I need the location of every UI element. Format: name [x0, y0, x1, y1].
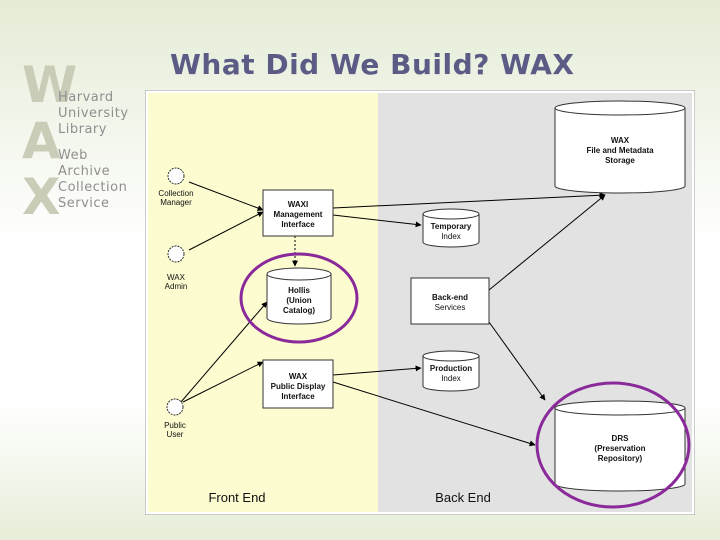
collection-manager-actor: Collection Manager [158, 167, 194, 207]
storage-cylinder-top [554, 100, 686, 116]
wax-public-display-rect [262, 359, 334, 409]
drs-cylinder-body [554, 408, 686, 492]
arrow-services-to-storage [488, 194, 606, 291]
wax-storage-box: WAX File and Metadata Storage [554, 100, 686, 194]
storage-line-3: Storage [605, 156, 635, 165]
public-user-label-1: Public [164, 421, 186, 430]
logo-line-harvard: Harvard [58, 90, 114, 105]
hollis-highlight-circle [239, 252, 359, 344]
hollis-line-2: (Union [286, 296, 311, 305]
prod-index-line-1: Production [430, 364, 472, 373]
logo-letter-w: W [22, 56, 78, 114]
arrow-user-to-hollis [180, 301, 268, 403]
drs-line-2: (Preservation [594, 444, 645, 453]
waxi-mgmt-line-1: WAXI [288, 200, 308, 209]
drs-line-1: DRS [612, 434, 630, 443]
logo-line-web: Web [58, 148, 88, 163]
backend-services-line-2: Services [435, 303, 466, 312]
arrow-user-to-display [182, 361, 264, 403]
logo-letter-a: A [22, 112, 61, 170]
prod-index-line-2: Index [441, 374, 461, 383]
temporary-index-box: Temporary Index [422, 208, 480, 248]
public-display-line-1: WAX [289, 372, 308, 381]
storage-line-1: WAX [611, 136, 630, 145]
logo-letter-x: X [22, 168, 61, 226]
public-user-label-2: User [167, 430, 184, 439]
page-title: What Did We Build? WAX [170, 48, 575, 81]
backend-services-line-1: Back-end [432, 293, 468, 302]
collection-manager-icon [167, 167, 185, 185]
prod-index-cylinder-top [422, 350, 480, 362]
backend-services-rect [410, 277, 490, 325]
logo-line-archive: Archive [58, 164, 111, 179]
temp-index-line-1: Temporary [431, 222, 472, 231]
hollis-catalog-box: Hollis (Union Catalog) [266, 267, 332, 325]
wax-admin-label-2: Admin [165, 282, 188, 291]
drs-box: DRS (Preservation Repository) [554, 400, 686, 492]
hollis-cylinder-top [266, 267, 332, 281]
drs-line-3: Repository) [598, 454, 643, 463]
wax-admin-label-1: WAX [167, 273, 186, 282]
logo-line-university: University [58, 106, 129, 121]
wax-logo: W A X Harvard University Library Web Arc… [0, 60, 140, 240]
logo-line-library: Library [58, 122, 107, 137]
arrow-manager-to-mgmt [188, 181, 264, 211]
hollis-cylinder-body [266, 274, 332, 325]
back-end-label: Back End [435, 490, 491, 505]
arrow-mgmt-to-storage [332, 192, 606, 209]
logo-line-service: Service [58, 196, 110, 211]
public-user-actor: Public User [164, 398, 186, 439]
wax-public-display-interface-box: WAX Public Display Interface [262, 359, 334, 409]
arrow-services-to-drs [488, 321, 546, 401]
temp-index-cylinder-top [422, 208, 480, 220]
storage-line-2: File and Metadata [586, 146, 654, 155]
public-user-icon [166, 398, 184, 416]
temp-index-line-2: Index [441, 232, 461, 241]
logo-line-collection: Collection [58, 180, 128, 195]
storage-cylinder-body [554, 108, 686, 194]
public-display-line-2: Public Display [271, 382, 326, 391]
architecture-diagram: Collection Manager WAX Admin Public User… [145, 90, 695, 515]
front-end-region [148, 93, 378, 512]
waxi-management-interface-box: WAXI Management Interface [262, 189, 334, 237]
temp-index-cylinder-body [422, 214, 480, 248]
arrow-admin-to-mgmt [188, 211, 264, 251]
public-display-line-3: Interface [281, 392, 315, 401]
waxi-mgmt-line-3: Interface [281, 220, 315, 229]
collection-manager-label-2: Manager [160, 198, 192, 207]
arrow-mgmt-to-temp-index [332, 214, 422, 228]
wax-admin-actor: WAX Admin [165, 245, 188, 291]
drs-cylinder-top [554, 400, 686, 416]
collection-manager-label-1: Collection [158, 189, 193, 198]
waxi-mgmt-line-2: Management [274, 210, 323, 219]
prod-index-cylinder-body [422, 356, 480, 392]
wax-admin-icon [167, 245, 185, 263]
backend-services-box: Back-end Services [410, 277, 490, 325]
arrow-display-to-drs [332, 381, 536, 447]
arrow-display-to-prod-index [332, 365, 422, 376]
waxi-management-interface-rect [262, 189, 334, 237]
hollis-line-1: Hollis [288, 286, 310, 295]
drs-highlight-circle [535, 381, 691, 509]
production-index-box: Production Index [422, 350, 480, 392]
hollis-line-3: Catalog) [283, 306, 315, 315]
front-end-label: Front End [208, 490, 265, 505]
